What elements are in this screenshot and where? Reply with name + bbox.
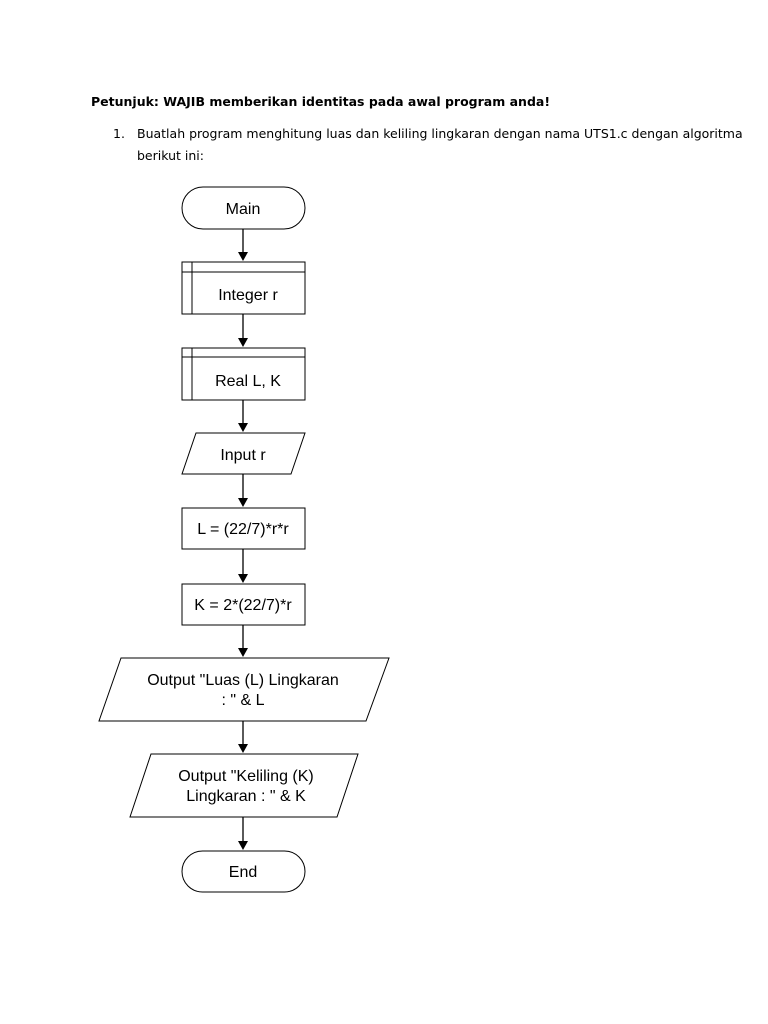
output-circumference-label-line-1: Output "Keliling (K) (178, 768, 314, 785)
output-area-label-line-2: : " & L (221, 692, 264, 709)
output-area-label-line-1: Output "Luas (L) Lingkaran (147, 672, 339, 689)
input-label: Input r (220, 447, 266, 464)
process-area-label: L = (22/7)*r*r (197, 521, 289, 538)
connector-arrow (238, 229, 248, 261)
connector-arrow (238, 549, 248, 583)
task-description-line-1: Buatlah program menghitung luas dan keli… (137, 126, 743, 141)
connector-arrow (238, 817, 248, 850)
task-description-line-2: berikut ini: (137, 148, 204, 163)
input-parallelogram: Input r (181, 432, 306, 475)
declare-real-label: Real L, K (215, 373, 281, 390)
process-circumference-label: K = 2*(22/7)*r (194, 597, 292, 614)
end-terminator: End (181, 850, 306, 893)
declare-integer-box: Integer r (181, 261, 306, 315)
declare-real-box: Real L, K (181, 347, 306, 401)
start-label: Main (226, 201, 261, 218)
list-item-number: 1. (113, 126, 125, 141)
connector-arrow (238, 400, 248, 432)
connector-arrow (238, 314, 248, 347)
instruction-text: Petunjuk: WAJIB memberikan identitas pad… (91, 94, 551, 109)
connector-arrow (238, 721, 248, 753)
end-label: End (229, 864, 257, 881)
output-circumference-label-line-2: Lingkaran : " & K (186, 788, 306, 805)
process-box-circumference: K = 2*(22/7)*r (181, 583, 306, 626)
output-area-parallelogram: Output "Luas (L) Lingkaran : " & L (98, 657, 390, 722)
connector-arrow (238, 625, 248, 657)
process-box-area: L = (22/7)*r*r (181, 507, 306, 550)
connector-arrow (238, 474, 248, 507)
start-terminator: Main (181, 186, 306, 230)
declare-integer-label: Integer r (218, 287, 278, 304)
output-circumference-parallelogram: Output "Keliling (K) Lingkaran : " & K (129, 753, 359, 818)
